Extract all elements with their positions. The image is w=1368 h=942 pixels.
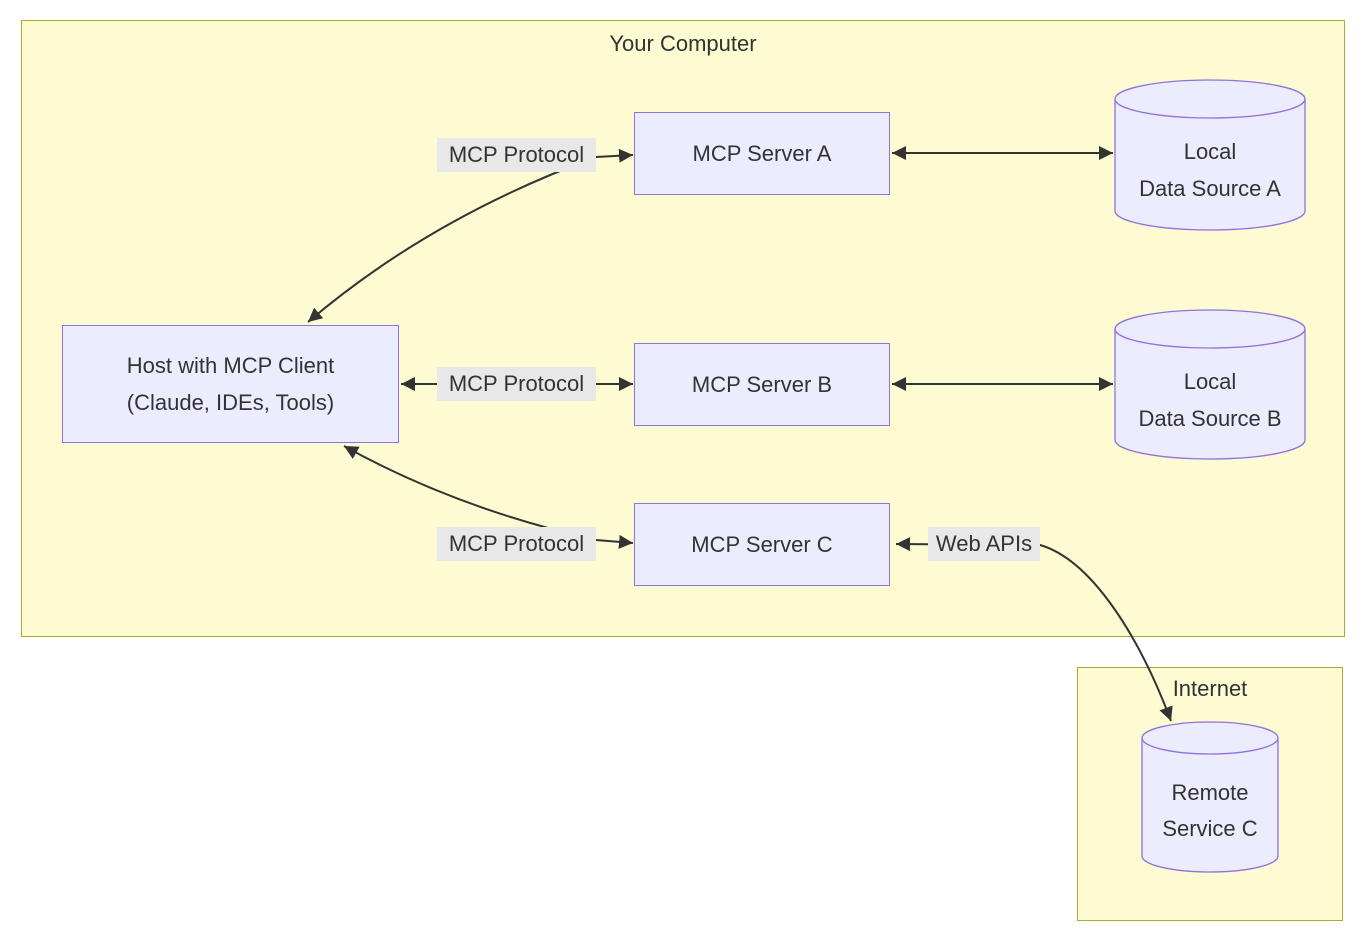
mcp-server-a-node: MCP Server A <box>634 112 890 195</box>
internet-group-title: Internet <box>1172 676 1248 701</box>
edge-host-server-a <box>307 148 634 323</box>
edge-label-mcp-protocol-c: MCP Protocol <box>437 527 596 561</box>
local-data-source-a-shape <box>1114 79 1306 231</box>
edge-label-web-apis: Web APIs <box>928 527 1040 561</box>
host-node: Host with MCP Client (Claude, IDEs, Tool… <box>62 325 399 443</box>
local-data-source-b-shape <box>1114 309 1306 460</box>
remote-service-c-label: Remote Service C <box>1142 775 1278 847</box>
edge-label-mcp-protocol-a: MCP Protocol <box>437 138 596 172</box>
your-computer-group-title: Your Computer <box>609 31 757 56</box>
host-node-line2: (Claude, IDEs, Tools) <box>126 390 335 415</box>
mcp-server-b-node: MCP Server B <box>634 343 890 426</box>
remote-service-c-line2: Service C <box>1162 816 1258 841</box>
edge-server-c-remote-c <box>895 537 1173 722</box>
local-data-source-b-line2: Data Source B <box>1138 406 1282 431</box>
remote-service-c-shape <box>1141 721 1279 873</box>
local-data-source-b-line1: Local <box>1183 369 1237 394</box>
remote-service-c-line1: Remote <box>1171 780 1249 805</box>
local-data-source-a-line1: Local <box>1183 139 1237 164</box>
local-data-source-a-label: Local Data Source A <box>1115 133 1305 207</box>
host-node-line1: Host with MCP Client <box>126 353 335 378</box>
mcp-server-c-node: MCP Server C <box>634 503 890 586</box>
local-data-source-a-line2: Data Source A <box>1139 176 1281 201</box>
edge-label-mcp-protocol-b: MCP Protocol <box>437 367 596 401</box>
local-data-source-b-label: Local Data Source B <box>1115 363 1305 437</box>
